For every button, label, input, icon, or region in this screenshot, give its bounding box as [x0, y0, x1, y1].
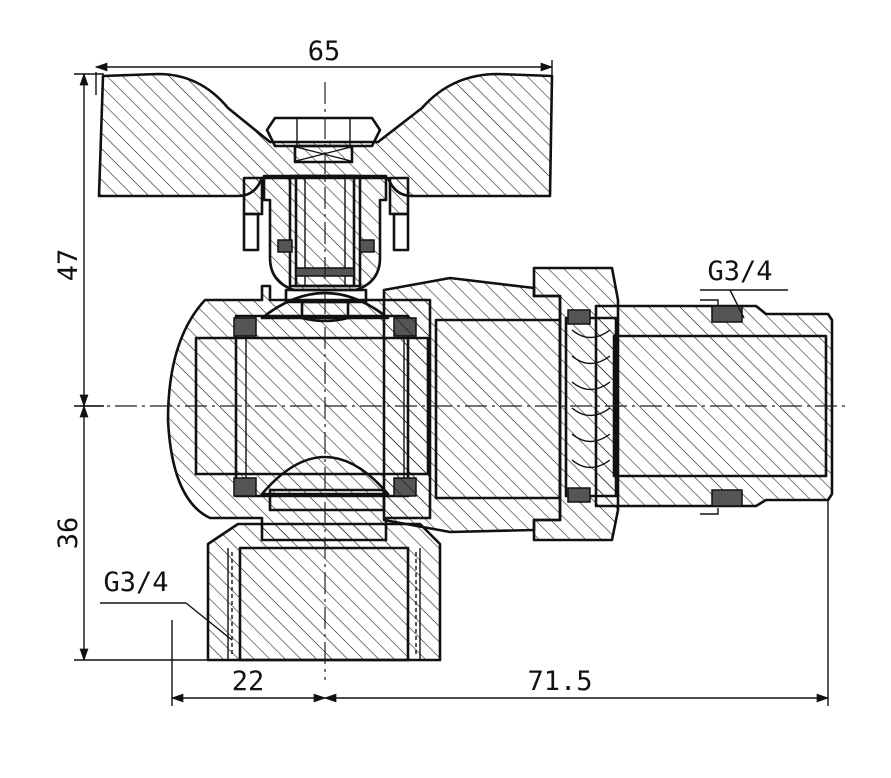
hex-nut [265, 116, 382, 164]
dim-label-71-5: 71.5 [527, 666, 592, 697]
thread-label-outlet: G3/4 [707, 256, 772, 287]
dimension-lower-height: 36 [53, 404, 212, 662]
dimension-upper-height: 47 [53, 72, 104, 408]
dim-label-36: 36 [53, 517, 84, 550]
center-lines [80, 82, 848, 680]
thread-callout-outlet: G3/4 [700, 256, 788, 319]
inlet-port [206, 522, 442, 662]
union-coupling [382, 266, 620, 542]
dimension-bottom-right: 71.5 [323, 500, 830, 706]
thread-callout-inlet: G3/4 [100, 567, 233, 641]
dim-label-65: 65 [308, 36, 341, 67]
dim-label-22: 22 [232, 666, 265, 697]
thread-label-inlet: G3/4 [103, 567, 168, 598]
dimension-top-width: 65 [94, 36, 554, 95]
outlet-nipple [594, 299, 834, 515]
dimension-bottom-left: 22 [170, 620, 327, 706]
dim-label-47: 47 [53, 249, 84, 282]
